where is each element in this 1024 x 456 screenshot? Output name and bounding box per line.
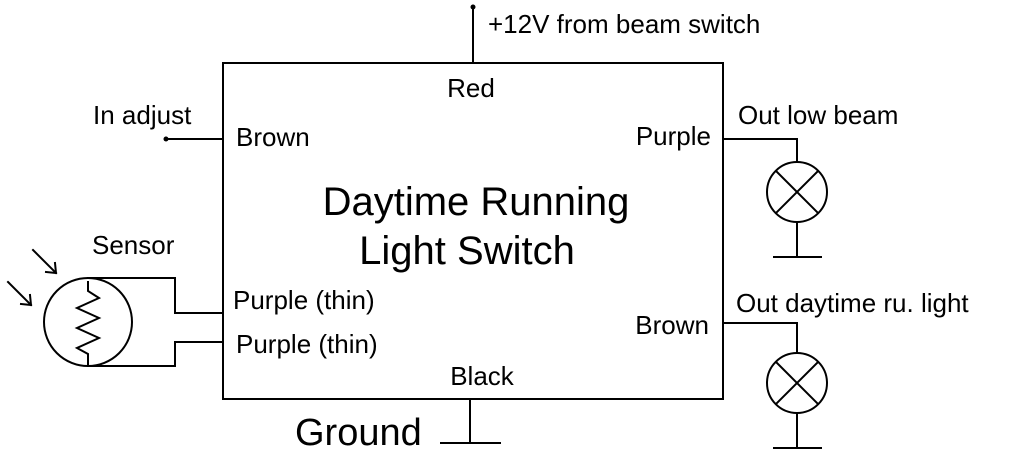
ground-symbol-icon [440, 398, 501, 444]
in-adjust-wire [163, 136, 224, 142]
sensor-wire-bottom [87, 341, 224, 367]
purple-out-terminal-label: Purple [636, 121, 711, 151]
title-line-2: Light Switch [359, 229, 575, 273]
supply-wire [470, 4, 476, 64]
low-beam-wire [722, 138, 798, 163]
sensor-label: Sensor [92, 230, 175, 260]
black-terminal-label: Black [450, 361, 515, 391]
in-adjust-label: In adjust [93, 100, 192, 130]
brown-out-terminal-label: Brown [635, 310, 709, 340]
title-line-1: Daytime Running [323, 180, 630, 224]
lamp-icon [766, 352, 828, 414]
photoresistor-sensor-icon [6, 248, 133, 367]
ground-symbol-icon [773, 412, 822, 449]
purple-thin-2-label: Purple (thin) [236, 329, 378, 359]
out-daytime-label: Out daytime ru. light [736, 288, 969, 318]
sensor-wire-top [87, 277, 224, 314]
red-terminal-label: Red [447, 73, 495, 103]
daytime-light-wire [722, 322, 798, 354]
lamp-icon [766, 161, 828, 223]
ground-symbol-icon [773, 221, 822, 258]
ground-label: Ground [295, 412, 422, 454]
out-low-beam-label: Out low beam [738, 100, 898, 130]
brown-in-terminal-label: Brown [236, 122, 310, 152]
purple-thin-1-label: Purple (thin) [233, 285, 375, 315]
supply-label: +12V from beam switch [488, 9, 760, 39]
